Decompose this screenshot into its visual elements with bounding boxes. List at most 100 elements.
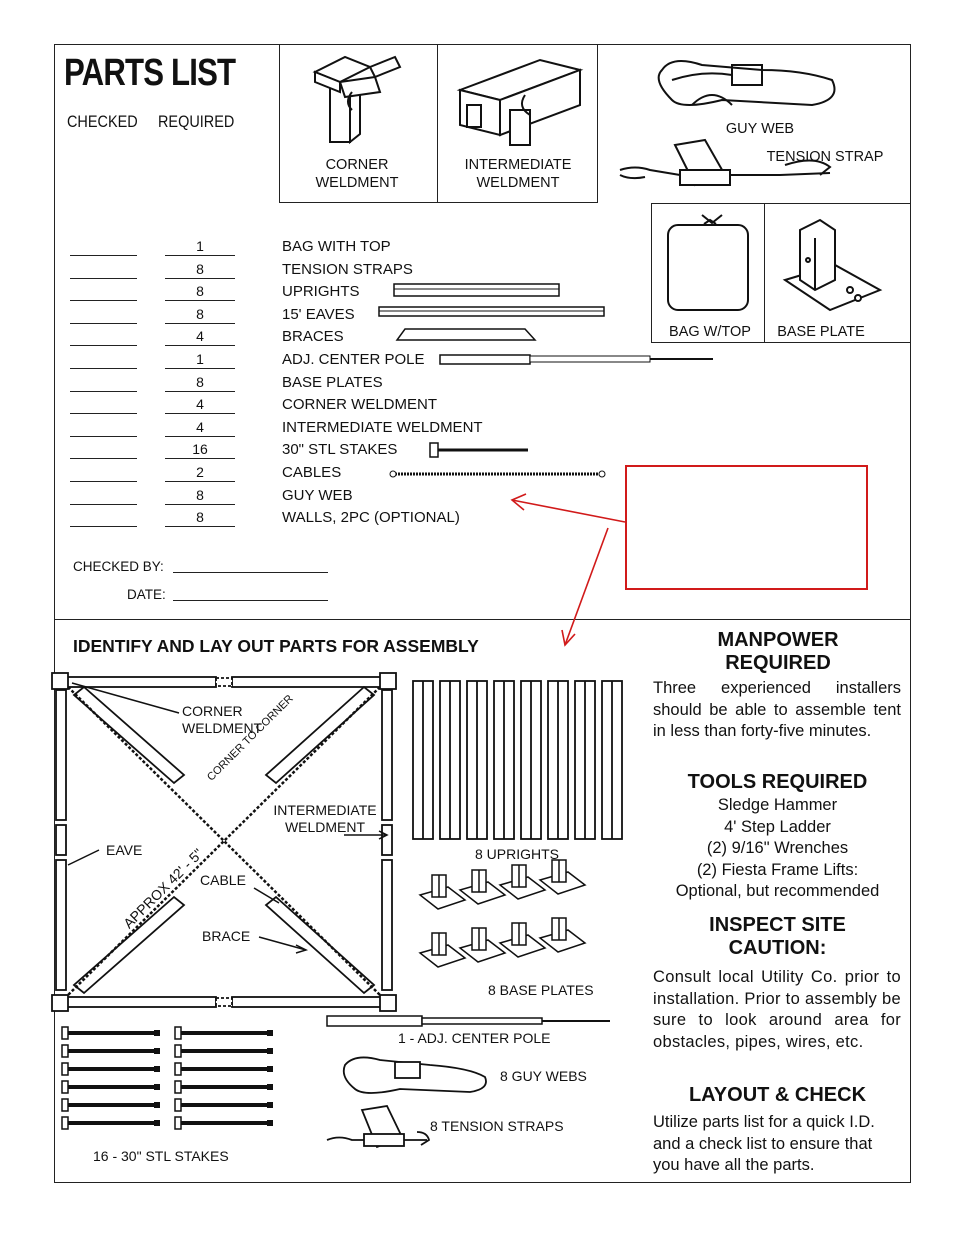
checked-blank[interactable] <box>70 526 137 528</box>
figure-divider <box>764 203 765 343</box>
figure-divider <box>437 44 438 203</box>
uprights-image <box>412 680 623 840</box>
checked-blank[interactable] <box>70 481 137 482</box>
required-qty: 4 <box>196 418 204 435</box>
part-name: 15' EAVES <box>282 305 355 323</box>
checked-blank[interactable] <box>70 345 137 347</box>
label-base-plates: 8 BASE PLATES <box>488 982 594 998</box>
part-name: GUY WEB <box>282 486 353 504</box>
intermediate-weldment-image <box>456 58 584 146</box>
required-underline <box>165 526 235 528</box>
checked-blank[interactable] <box>70 503 137 505</box>
base-plate-image <box>782 218 883 312</box>
checked-blank[interactable] <box>70 413 137 415</box>
label-brace: BRACE <box>202 928 251 944</box>
assembly-panel <box>54 619 911 1183</box>
inspect-heading: INSPECT SITE CAUTION: <box>709 914 846 959</box>
part-name: WALLS, 2PC (OPTIONAL) <box>282 509 460 527</box>
annotation-box <box>625 465 868 590</box>
checked-blank[interactable] <box>70 458 137 460</box>
cables-sketch <box>389 470 606 478</box>
required-qty: 1 <box>196 351 204 367</box>
tension-straps-image <box>326 1105 431 1149</box>
label-intermediate-weldment: INTERMEDIATE WELDMENT <box>273 802 377 835</box>
required-qty: 8 <box>196 283 204 300</box>
corner-weldment-image <box>312 55 402 145</box>
checked-blank[interactable] <box>70 255 137 256</box>
required-underline <box>165 390 235 392</box>
tools-heading: TOOLS REQUIRED <box>687 771 868 793</box>
tool-item: Optional, but recommended <box>675 882 880 900</box>
corner-weldment-caption: CORNER WELDMENT <box>315 157 399 191</box>
part-name: BAG WITH TOP <box>282 238 391 255</box>
tension-strap-image <box>619 138 832 187</box>
part-name: 30" STL STAKES <box>282 441 398 459</box>
page-title: PARTS LIST <box>64 52 236 94</box>
part-name: CABLES <box>282 464 342 481</box>
stakes-sketch <box>429 442 528 458</box>
part-name: CORNER WELDMENT <box>282 396 438 414</box>
guy-webs-image <box>342 1056 487 1094</box>
required-qty: 8 <box>196 260 204 277</box>
manpower-body: Three experienced installers should be a… <box>653 679 901 740</box>
part-name: BASE PLATES <box>282 373 383 391</box>
required-qty: 4 <box>196 328 204 345</box>
checked-blank[interactable] <box>70 435 137 437</box>
date-label: DATE: <box>127 587 166 602</box>
base-plate-caption: BASE PLATE <box>777 324 865 340</box>
checked-blank[interactable] <box>70 300 137 302</box>
tools-list: Sledge Hammer 4' Step Ladder (2) 9/16" W… <box>655 795 900 903</box>
required-qty: 1 <box>196 238 204 254</box>
required-qty: 4 <box>196 396 204 413</box>
required-qty: 8 <box>196 305 204 322</box>
manpower-heading: MANPOWER REQUIRED <box>717 629 839 674</box>
required-underline <box>165 503 235 505</box>
assembly-heading: IDENTIFY AND LAY OUT PARTS FOR ASSEMBLY <box>73 636 479 656</box>
figure-box-weldments <box>279 44 598 203</box>
label-uprights: 8 UPRIGHTS <box>475 846 560 862</box>
checked-blank[interactable] <box>70 277 137 279</box>
required-qty: 16 <box>192 441 208 458</box>
required-underline <box>165 255 235 256</box>
tool-item: (2) Fiesta Frame Lifts: <box>696 860 859 879</box>
required-qty: 8 <box>196 486 204 503</box>
part-name: ADJ. CENTER POLE <box>282 351 425 368</box>
label-corner-weldment: CORNER WELDMENT <box>182 703 263 736</box>
required-underline <box>165 345 235 347</box>
label-tension-straps: 8 TENSION STRAPS <box>430 1118 564 1134</box>
checked-blank[interactable] <box>70 390 137 392</box>
checked-by-line[interactable] <box>173 572 328 573</box>
required-underline <box>165 435 235 437</box>
required-underline <box>165 277 235 279</box>
required-underline <box>165 413 235 415</box>
braces-sketch <box>395 328 537 341</box>
uprights-sketch <box>393 283 560 297</box>
checked-by-label: CHECKED BY: <box>73 559 164 574</box>
part-name: TENSION STRAPS <box>282 260 413 278</box>
label-cable: CABLE <box>200 872 246 888</box>
required-qty: 8 <box>196 509 204 526</box>
label-center-pole: 1 - ADJ. CENTER POLE <box>398 1030 551 1046</box>
label-stakes: 16 - 30" STL STAKES <box>93 1148 229 1164</box>
bag-w-top-caption: BAG W/TOP <box>669 324 751 340</box>
part-name: INTERMEDIATE WELDMENT <box>282 418 483 436</box>
checked-blank[interactable] <box>70 322 137 324</box>
intermediate-weldment-caption: INTERMEDIATE WELDMENT <box>464 157 572 191</box>
required-qty: 8 <box>196 373 204 390</box>
base-plates-image <box>418 859 586 968</box>
eaves-sketch <box>378 306 605 317</box>
part-name: UPRIGHTS <box>282 283 360 301</box>
required-underline <box>165 300 235 302</box>
layout-heading: LAYOUT & CHECK <box>688 1084 867 1106</box>
tool-item: (2) 9/16" Wrenches <box>706 839 849 857</box>
center-pole-sketch <box>439 354 713 365</box>
date-line[interactable] <box>173 600 328 601</box>
figure-box-bag-plate <box>651 203 911 343</box>
column-header-checked: CHECKED <box>67 112 138 131</box>
required-underline <box>165 458 235 460</box>
part-name: BRACES <box>282 328 344 346</box>
checked-blank[interactable] <box>70 368 137 369</box>
frame-layout-diagram <box>51 672 397 1012</box>
required-qty: 2 <box>196 464 204 480</box>
